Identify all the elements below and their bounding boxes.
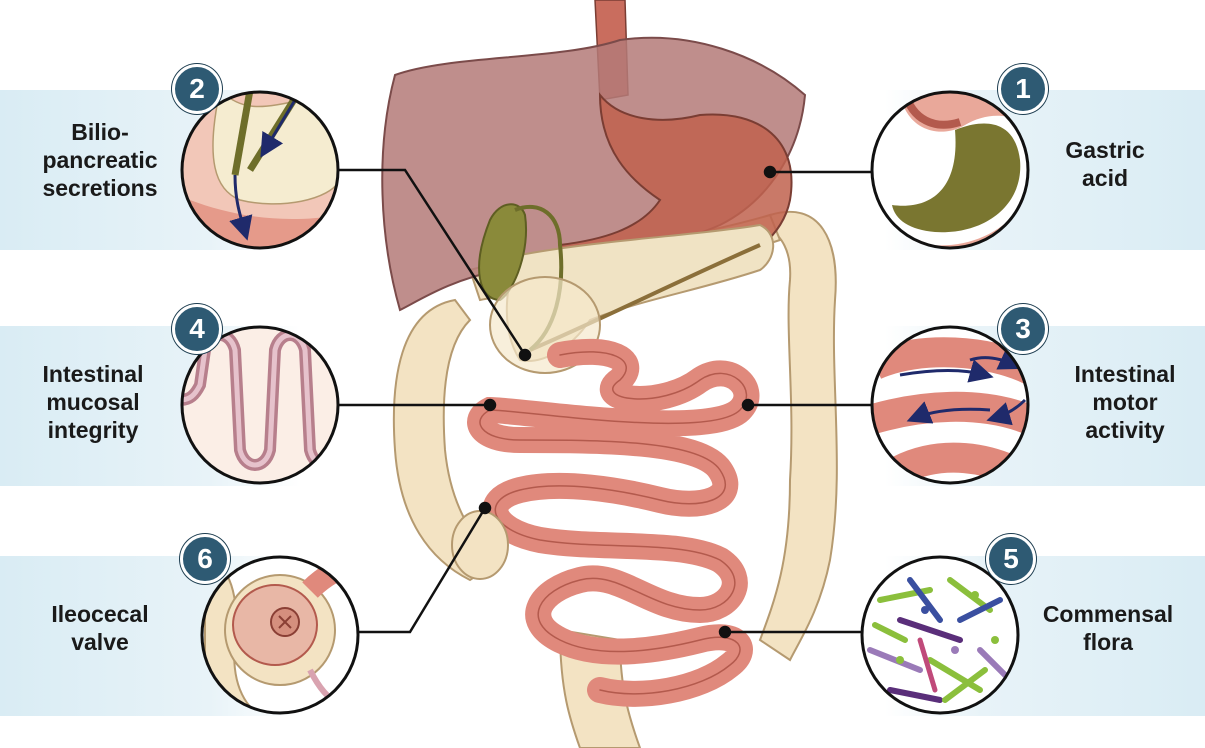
label-line: pancreatic — [30, 146, 170, 174]
badge-6: 6 — [180, 534, 230, 584]
label-line: acid — [1050, 164, 1160, 192]
label-mucosal-integrity: Intestinal mucosal integrity — [18, 360, 168, 444]
inset-ileocecal-valve — [202, 557, 360, 720]
label-line: Ileocecal — [30, 600, 170, 628]
badge-2: 2 — [172, 64, 222, 114]
inset-commensal-flora — [862, 557, 1018, 713]
label-line: Gastric — [1050, 136, 1160, 164]
badge-1: 1 — [998, 64, 1048, 114]
label-line: motor — [1055, 388, 1195, 416]
label-line: flora — [1028, 628, 1188, 656]
badge-4: 4 — [172, 304, 222, 354]
label-commensal-flora: Commensal flora — [1028, 600, 1188, 656]
label-motor-activity: Intestinal motor activity — [1055, 360, 1195, 444]
label-ileocecal-valve: Ileocecal valve — [30, 600, 170, 656]
badge-3: 3 — [998, 304, 1048, 354]
inset-gastric-acid — [872, 92, 1040, 260]
inset-motor-activity — [870, 327, 1030, 483]
label-line: mucosal — [18, 388, 168, 416]
inset-bilio-pancreatic — [180, 90, 344, 250]
label-line: Commensal — [1028, 600, 1188, 628]
cecum — [452, 511, 508, 579]
small-intestine — [480, 352, 746, 694]
label-gastric-acid: Gastric acid — [1050, 136, 1160, 192]
large-intestine-right — [760, 212, 837, 660]
label-line: secretions — [30, 174, 170, 202]
anatomy-illustration — [382, 0, 837, 748]
badge-5: 5 — [986, 534, 1036, 584]
label-line: integrity — [18, 416, 168, 444]
label-line: Intestinal — [18, 360, 168, 388]
label-line: valve — [30, 628, 170, 656]
label-bilio-pancreatic: Bilio- pancreatic secretions — [30, 118, 170, 202]
label-line: Bilio- — [30, 118, 170, 146]
label-line: Intestinal — [1055, 360, 1195, 388]
label-line: activity — [1055, 416, 1195, 444]
